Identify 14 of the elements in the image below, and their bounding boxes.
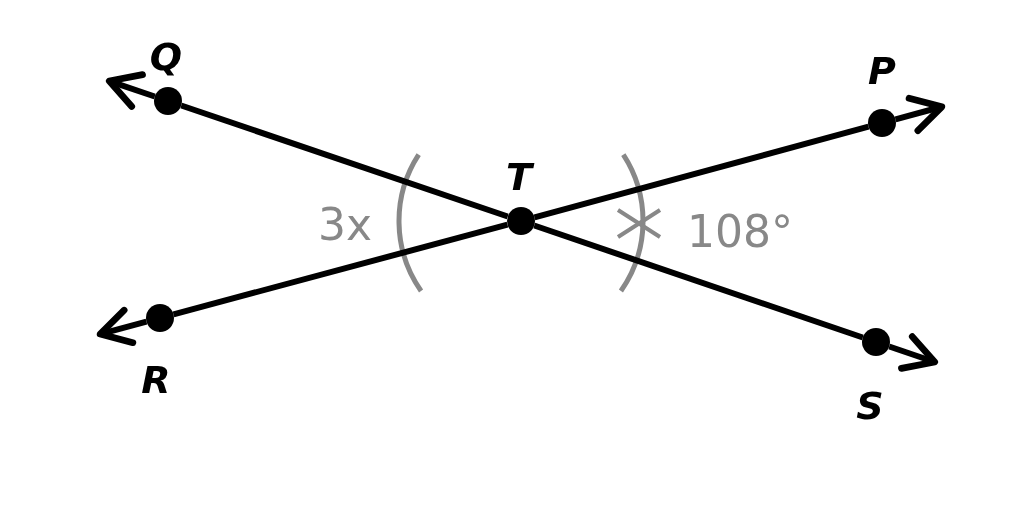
line-segment (180, 102, 509, 220)
point-label: Q (149, 38, 183, 76)
ray-arrow (105, 71, 156, 110)
angle-label: 3x (318, 203, 372, 247)
ray-arrow (96, 306, 148, 347)
point-label: P (868, 52, 896, 90)
ray-arrow (894, 94, 946, 135)
angle-label: 108° (687, 210, 793, 254)
point-label: S (856, 387, 884, 425)
line-segment (533, 222, 864, 341)
line-segment (533, 123, 870, 221)
point-label: R (141, 361, 171, 399)
line-segment (172, 221, 509, 318)
ray-arrow (888, 333, 939, 372)
